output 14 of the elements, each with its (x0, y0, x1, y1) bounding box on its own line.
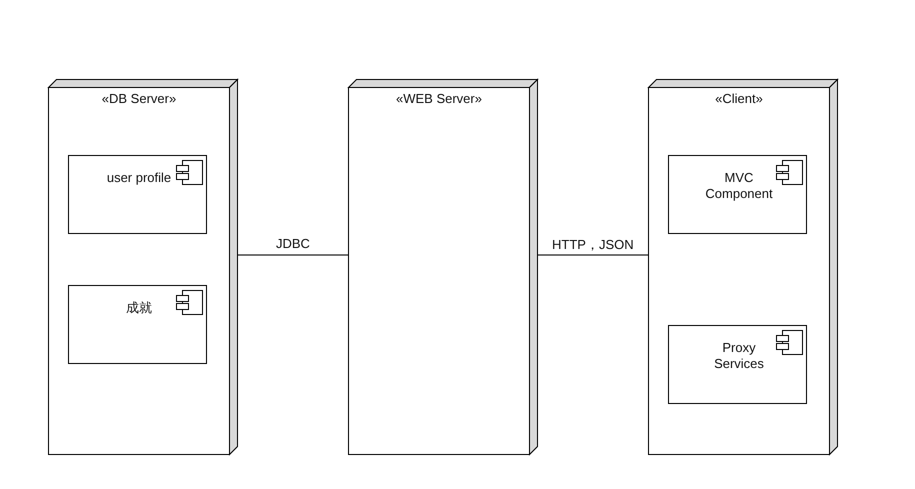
component-box (68, 155, 207, 234)
edge-label: JDBC (274, 236, 312, 251)
connector-line (238, 254, 348, 256)
component-label: user profile (106, 170, 172, 186)
node-label: «WEB Server» (395, 91, 483, 107)
node-label: «DB Server» (100, 91, 178, 107)
component-label: Proxy Services (713, 340, 765, 372)
component-label: MVC Component (705, 170, 773, 202)
component-label: 成就 (125, 300, 153, 316)
component-box (68, 285, 207, 364)
connector-line (538, 254, 648, 256)
component-box (668, 325, 807, 404)
node-label: «Client» (714, 91, 764, 107)
component-box (668, 155, 807, 234)
